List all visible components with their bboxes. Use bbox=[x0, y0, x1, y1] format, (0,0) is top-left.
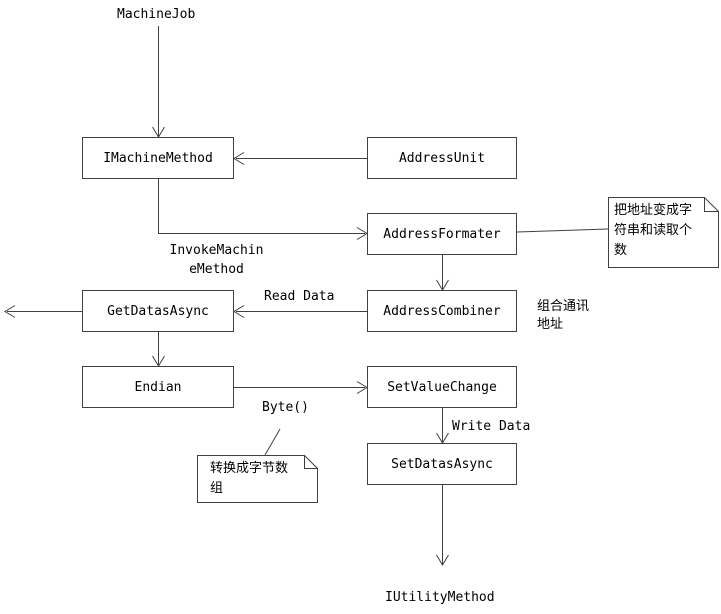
node-addresscombiner: AddressCombiner bbox=[367, 290, 517, 332]
arrowhead-down-iutilitymethod bbox=[436, 554, 449, 566]
node-setdatasasync: SetDatasAsync bbox=[367, 443, 517, 485]
label-iutilitymethod: IUtilityMethod bbox=[385, 590, 495, 605]
note-address-text: 把地址变成字符串和读取个数 bbox=[614, 203, 693, 258]
node-setvaluechange: SetValueChange bbox=[367, 366, 517, 408]
note-byte-fold bbox=[304, 455, 318, 469]
node-addressunit: AddressUnit bbox=[367, 137, 517, 179]
edge-label-invokemachinemethod: InvokeMachineMethod bbox=[169, 243, 264, 277]
label-machinejob: MachineJob bbox=[117, 7, 196, 22]
node-addressformater: AddressFormater bbox=[367, 213, 517, 255]
node-imachinemethod: IMachineMethod bbox=[82, 137, 234, 179]
edge-label-byte: Byte() bbox=[262, 400, 309, 415]
connector-byte-note bbox=[264, 428, 281, 456]
arrowhead-left-imachinemethod bbox=[233, 152, 245, 165]
node-getdatasasync: GetDatasAsync bbox=[82, 290, 234, 332]
note-byte-outline bbox=[197, 455, 318, 503]
note-byte-text: 转换成字节数组 bbox=[210, 461, 289, 496]
edge-label-write-data: Write Data bbox=[452, 419, 531, 434]
edge-imachinemethod-addressformater bbox=[158, 179, 365, 234]
note-address-outline bbox=[608, 197, 719, 268]
node-endian: Endian bbox=[82, 366, 234, 408]
arrowhead-left-out bbox=[4, 305, 16, 318]
arrowhead-left-getdatasasync bbox=[233, 305, 245, 318]
connector-addressformater-note bbox=[516, 228, 609, 233]
edge-label-read-data: Read Data bbox=[264, 289, 335, 304]
note-address-fold bbox=[704, 197, 719, 212]
edge-label-combine-address: 组合通讯地址 bbox=[537, 299, 590, 332]
